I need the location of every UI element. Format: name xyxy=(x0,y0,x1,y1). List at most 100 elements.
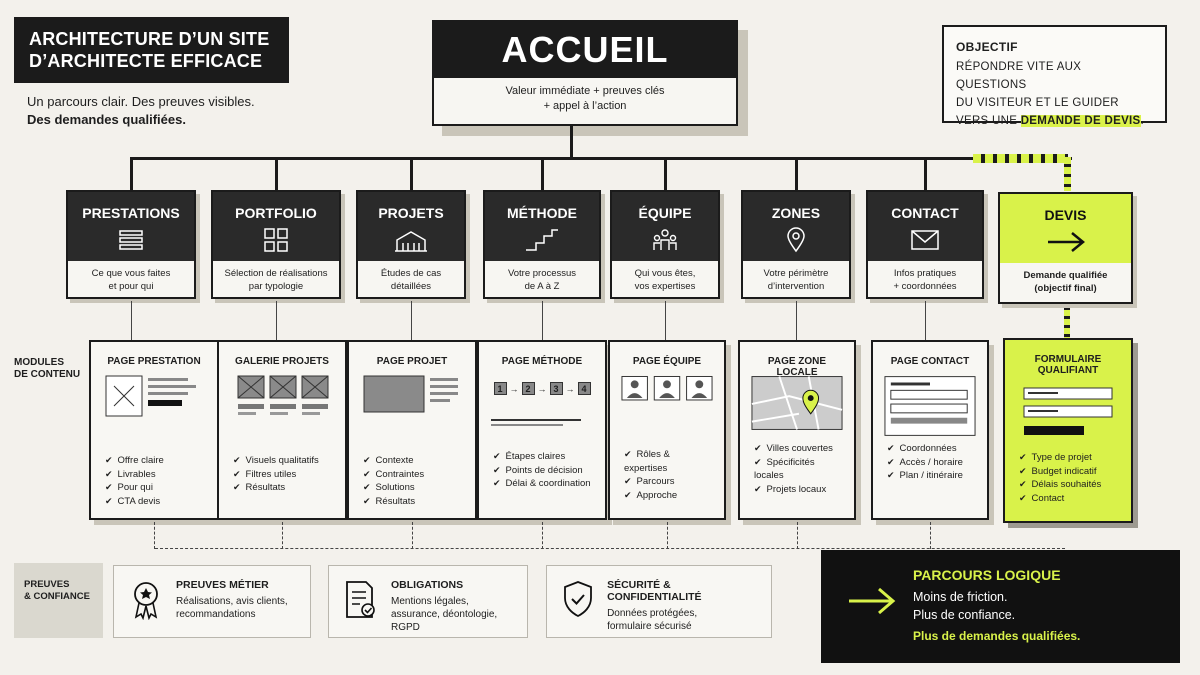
grid-icon xyxy=(213,226,339,254)
checklist-item: Rôles & expertises xyxy=(624,448,714,475)
module-bottom-drop xyxy=(667,522,668,549)
trust-card-title: PREUVES MÉTIER xyxy=(176,579,269,591)
final-callout: PARCOURS LOGIQUE Moins de friction. Plus… xyxy=(821,550,1180,663)
module-card: FORMULAIREQUALIFIANTType de projetBudget… xyxy=(1003,338,1133,523)
section-name: PROJETS xyxy=(378,205,444,221)
modules-bottom-connector xyxy=(155,548,1065,549)
home-sub-line-2: + appel à l’action xyxy=(543,100,627,112)
trust-label: PREUVES & CONFIANCE xyxy=(14,563,103,638)
section-desc-line-1: Études de cas xyxy=(380,268,442,279)
connector-drop xyxy=(663,157,667,191)
module-title: PAGE PRESTATION xyxy=(107,356,201,367)
checklist-item: Coordonnées xyxy=(887,442,977,456)
connector-section-module xyxy=(542,301,543,341)
step-number: 4 xyxy=(577,382,591,395)
module-title: GALERIE PROJETS xyxy=(235,356,329,367)
award-icon xyxy=(124,576,168,627)
home-subtitle: Valeur immédiate + preuves clés + appel … xyxy=(434,78,736,114)
checklist-item: Approche xyxy=(624,489,714,503)
section-header: CONTACT xyxy=(868,192,982,261)
title-line-1: ARCHITECTURE D’UN SITE xyxy=(29,29,270,49)
module-illustration xyxy=(101,374,207,454)
home-title: ACCUEIL xyxy=(434,22,736,78)
arrow-right-icon xyxy=(1000,228,1131,256)
connector-section-module xyxy=(411,301,412,341)
team-icon xyxy=(612,226,718,254)
connector-drop xyxy=(923,157,927,191)
checklist-item: Solutions xyxy=(363,481,465,495)
checklist-item: Type de projet xyxy=(1019,451,1121,465)
connector-devis-drop xyxy=(1064,157,1071,191)
connector-bus xyxy=(132,157,1072,160)
trust-card-body: PREUVES MÉTIER Réalisations, avis clients… xyxy=(168,576,288,627)
section-desc-line-2: d’intervention xyxy=(767,281,825,292)
module-checklist: ContexteContraintesSolutionsRésultats xyxy=(359,454,465,508)
connector-section-module xyxy=(665,301,666,341)
checklist-item: Contraintes xyxy=(363,468,465,482)
module-title: PAGE PROJET xyxy=(376,356,448,367)
trust-card-title: SÉCURITÉ & CONFIDENTIALITÉ xyxy=(607,579,702,603)
connector-devis-dashed xyxy=(973,154,1068,163)
modules-label: MODULES DE CONTENU xyxy=(14,357,80,381)
module-title: PAGE ZONE LOCALE xyxy=(767,356,827,378)
final-line-2: Plus de confiance. xyxy=(913,608,1016,622)
checklist-item: Projets locaux xyxy=(754,483,844,497)
trust-label-line-1: PREUVES xyxy=(24,579,70,590)
connector-section-module xyxy=(925,301,926,341)
trust-card-line: Mentions légales, xyxy=(391,596,469,607)
section-desc-line-2: (objectif final) xyxy=(1034,283,1097,294)
module-title-line-2: QUALIFIANT xyxy=(1037,365,1099,376)
module-bottom-drop xyxy=(154,522,155,549)
module-bottom-drop xyxy=(797,522,798,549)
checklist-item: Filtres utiles xyxy=(233,468,335,482)
objective-line-3-post: . xyxy=(1140,115,1145,127)
checklist-item: Livrables xyxy=(105,468,207,482)
list-icon xyxy=(68,226,194,254)
section-desc-line-2: et pour qui xyxy=(108,281,154,292)
module-checklist: Visuels qualitatifsFiltres utilesRésulta… xyxy=(229,454,335,495)
module-illustration: 1→2→3→4 xyxy=(489,374,595,454)
steps-row: 1→2→3→4 xyxy=(493,382,591,395)
section-desc-line-2: vos expertises xyxy=(634,281,696,292)
trust-card-line: Réalisations, avis clients, xyxy=(176,596,288,607)
final-heading: PARCOURS LOGIQUE xyxy=(913,567,1061,583)
module-illustration xyxy=(359,374,465,454)
checklist-item: Délai & coordination xyxy=(493,477,595,491)
connector-drop xyxy=(274,157,278,191)
connector-section-module xyxy=(131,301,132,341)
objective-heading: OBJECTIF xyxy=(956,40,1018,54)
step-number: 2 xyxy=(521,382,535,395)
connector-devis-form xyxy=(1064,301,1070,341)
module-bottom-drop xyxy=(930,522,931,549)
objective-box: OBJECTIF RÉPONDRE VITE AUX QUESTIONS DU … xyxy=(942,25,1167,127)
diagram-title: ARCHITECTURE D’UN SITE D’ARCHITECTE EFFI… xyxy=(14,17,289,83)
objective-line-3-pre: VERS UNE xyxy=(956,115,1021,127)
section-description: Demande qualifiée(objectif final) xyxy=(1000,263,1131,295)
section-desc-line-2: par typologie xyxy=(248,281,304,292)
module-card: PAGE PROJET ContexteContraintesSolutionsR… xyxy=(347,340,477,520)
module-bottom-drop xyxy=(282,522,283,549)
step-number: 1 xyxy=(493,382,507,395)
module-bottom-drop xyxy=(412,522,413,549)
module-illustration xyxy=(883,374,977,448)
building-icon xyxy=(358,226,464,254)
trust-card-line: formulaire sécurisé xyxy=(607,621,692,632)
checklist-item: Budget indicatif xyxy=(1019,465,1121,479)
trust-card: PREUVES MÉTIER Réalisations, avis clients… xyxy=(113,565,311,638)
checklist-item: Spécificités locales xyxy=(754,456,844,483)
section-header: MÉTHODE xyxy=(485,192,599,261)
